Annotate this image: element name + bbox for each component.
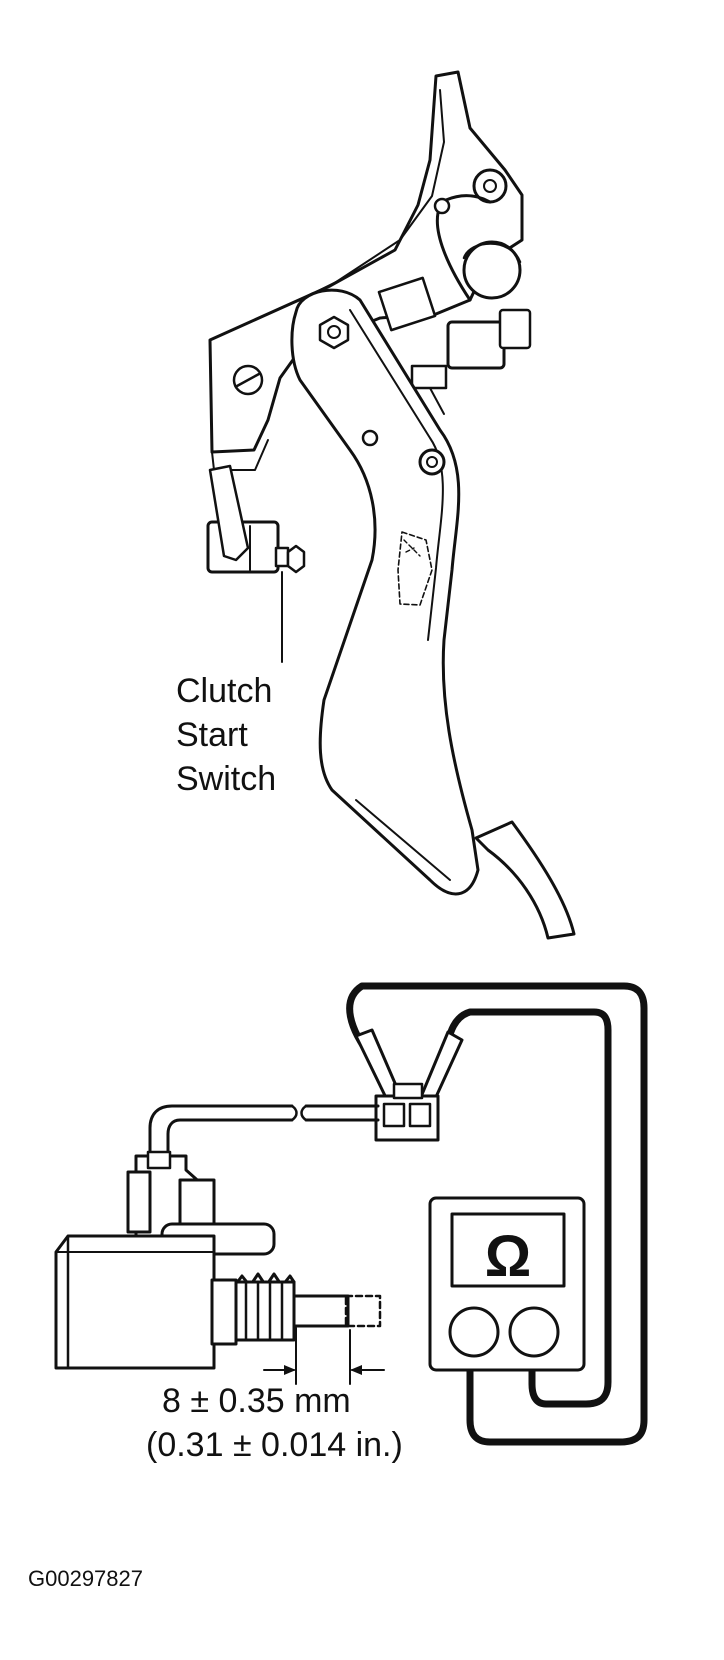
pedal-bracket bbox=[208, 70, 524, 454]
dimension-marker bbox=[263, 1327, 385, 1385]
switch-body-detail bbox=[54, 1150, 382, 1370]
test-lead-inner bbox=[442, 1008, 612, 1408]
pedal-pivot-nut bbox=[318, 315, 350, 350]
switch-label-line-3: Switch bbox=[176, 760, 276, 798]
switch-plunger bbox=[292, 1294, 350, 1328]
upper-switch bbox=[377, 276, 532, 415]
clutch-pedal-assembly: Clutch Start Switch bbox=[176, 70, 576, 940]
continuity-test-setup: 8 ± 0.35 mm (0.31 ± 0.014 in.) Ω G002978… bbox=[28, 982, 648, 1591]
clevis-pin-hole bbox=[418, 448, 446, 476]
switch-connector bbox=[374, 1082, 440, 1142]
ohmmeter: Ω bbox=[428, 1196, 586, 1372]
ohm-symbol: Ω bbox=[485, 1224, 532, 1289]
dimension-metric-label: 8 ± 0.35 mm bbox=[162, 1382, 351, 1420]
switch-label-line-1: Clutch bbox=[176, 672, 272, 710]
switch-label-line-2: Start bbox=[176, 716, 248, 754]
return-spring bbox=[433, 168, 508, 302]
plunger-extended-outline bbox=[344, 1294, 382, 1328]
switch-harness bbox=[148, 1104, 380, 1158]
pedal-shaft-boss bbox=[462, 240, 522, 300]
ohmmeter-display bbox=[450, 1212, 566, 1288]
figure-id: G00297827 bbox=[28, 1566, 143, 1591]
test-lead-outer bbox=[346, 982, 648, 1446]
pedal-arm bbox=[290, 288, 480, 896]
dimension-imperial-label: (0.31 ± 0.014 in.) bbox=[146, 1426, 403, 1464]
clutch-start-switch bbox=[206, 464, 306, 663]
pedal-foot-pad bbox=[474, 820, 576, 940]
ohmmeter-jack-right bbox=[508, 1306, 560, 1358]
ohmmeter-jack-left bbox=[448, 1306, 500, 1358]
